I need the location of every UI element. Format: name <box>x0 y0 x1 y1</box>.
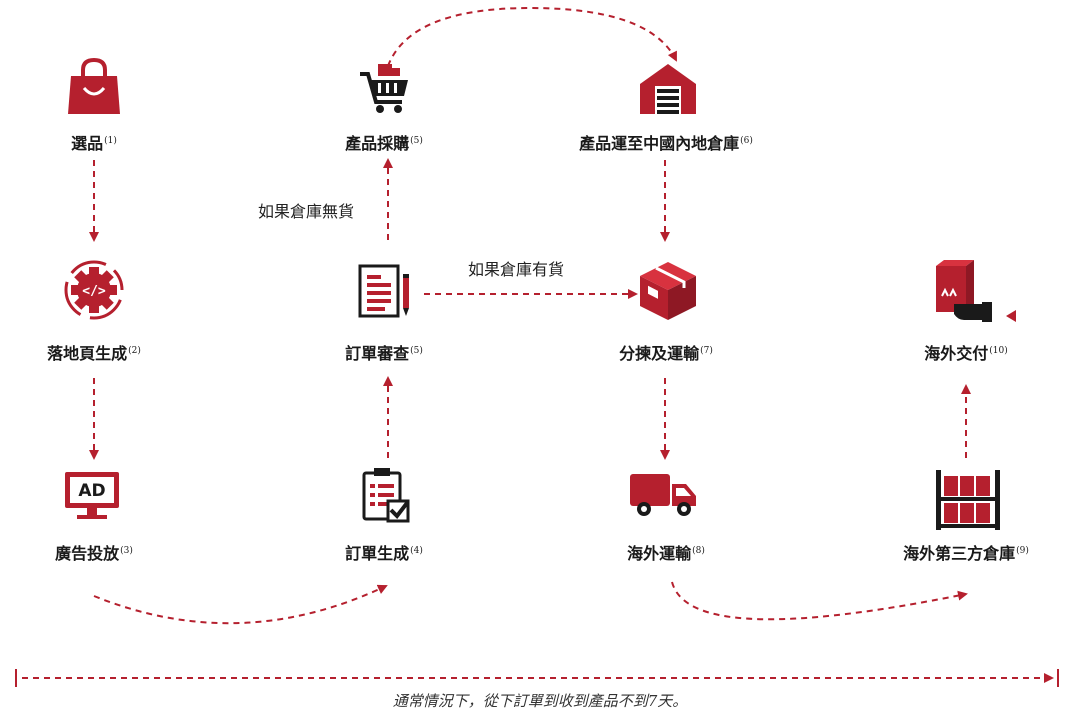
package-box-icon <box>640 262 696 320</box>
step-label-overseas-wh: 海外第三方倉庫(9) <box>903 544 1029 563</box>
ad-monitor-icon: AD <box>65 472 119 519</box>
shopping-cart-icon <box>360 64 408 113</box>
storage-shelves-icon <box>936 470 1000 530</box>
gear-code-icon: </> <box>63 259 125 321</box>
step-label-sort: 分揀及運輸(7) <box>619 344 713 363</box>
svg-text:</>: </> <box>82 284 106 299</box>
warehouse-icon <box>640 64 696 114</box>
arrow-overseas-ship-to-warehouse <box>671 581 968 621</box>
clipboard-check-icon <box>362 468 410 523</box>
arrow-ads-to-order-gen <box>93 584 388 625</box>
hand-package-icon <box>936 260 1016 322</box>
step-label-ship-cn: 產品運至中國內地倉庫(6) <box>579 134 753 153</box>
step-label-order-review: 訂單審查(5) <box>345 344 423 363</box>
timeline-caption: 通常情況下，從下訂單到收到產品不到7天。 <box>392 692 688 710</box>
svg-text:AD: AD <box>78 481 105 501</box>
step-label-ads: 廣告投放(3) <box>55 544 133 563</box>
step-label-delivery: 海外交付(10) <box>924 344 1008 363</box>
step-label-order-gen: 訂單生成(4) <box>345 544 423 563</box>
step-label-landing: 落地頁生成(2) <box>47 344 141 363</box>
delivery-truck-icon <box>630 474 696 516</box>
shopping-bag-icon <box>68 57 120 114</box>
document-pen-icon <box>358 264 409 318</box>
note-in-stock: 如果倉庫有貨 <box>468 260 565 279</box>
step-label-purchase: 產品採購(5) <box>345 134 423 153</box>
step-label-select: 選品(1) <box>71 134 117 153</box>
note-no-stock: 如果倉庫無貨 <box>258 202 355 221</box>
arrow-purchase-to-warehouse <box>387 6 677 67</box>
step-label-overseas-ship: 海外運輸(8) <box>627 544 705 563</box>
